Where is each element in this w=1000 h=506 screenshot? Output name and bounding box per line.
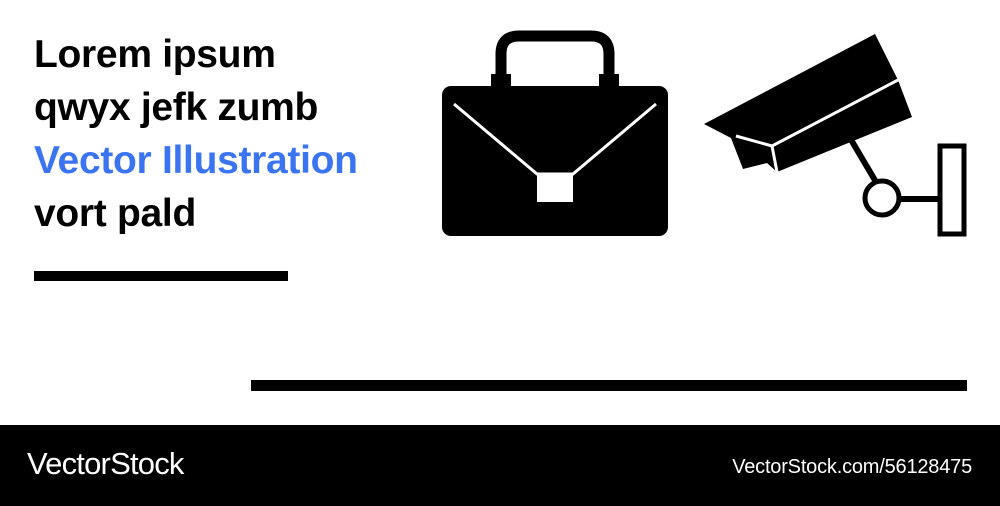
- headline-accent-line: Vector Illustration: [34, 139, 358, 182]
- headline-line-4: vort pald: [34, 192, 196, 235]
- briefcase-icon: [442, 30, 668, 236]
- long-divider: [251, 380, 967, 391]
- security-camera-icon: [704, 34, 967, 237]
- short-divider: [34, 271, 288, 281]
- headline: Lorem ipsum qwyx jefk zumb Vector Illust…: [34, 28, 358, 240]
- vectorstock-logo[interactable]: VectorStock: [27, 446, 184, 481]
- headline-line-1: Lorem ipsum: [34, 33, 276, 76]
- headline-line-2: qwyx jefk zumb: [34, 86, 319, 129]
- footer-bar: VectorStock VectorStock.com/56128475: [0, 425, 1000, 506]
- image-reference[interactable]: VectorStock.com/56128475: [732, 456, 972, 478]
